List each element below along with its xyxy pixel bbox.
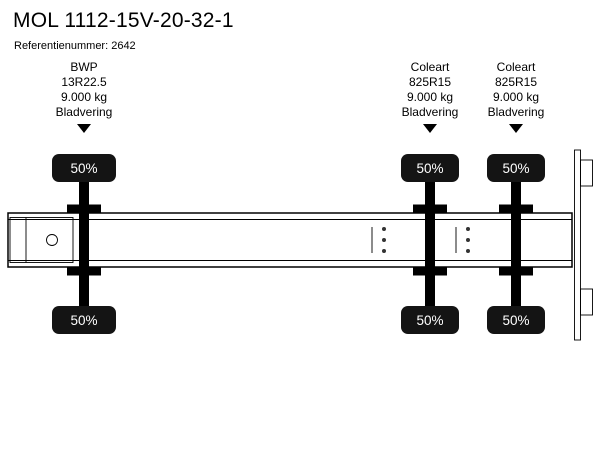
rear-bracket-top — [580, 159, 593, 187]
axle-3-weight: 9.000 kg — [492, 90, 540, 104]
axle-1-brand: BWP — [70, 60, 98, 74]
axle-1-tire-bottom-wear: 50% — [70, 313, 97, 328]
axle-2-brand: Coleart — [410, 60, 450, 74]
axle-3-tire-bottom-wear: 50% — [502, 313, 529, 328]
axle-3-spec-label: Coleart 825R15 9.000 kg Bladvering — [474, 60, 558, 133]
axle-1-suspension: Bladvering — [55, 105, 113, 119]
axle-3-shaft — [511, 168, 521, 320]
axle-2-pointer-down-icon — [423, 124, 437, 133]
axle-2-tire-bottom — [401, 306, 459, 334]
axle-2-suspension: Bladvering — [401, 105, 459, 119]
reference-number: Referentienummer: 2642 — [14, 40, 136, 52]
axle-3-group: 50% 50% — [487, 154, 545, 334]
rear-bracket-bottom — [580, 288, 593, 316]
kingpin-plate — [9, 217, 74, 263]
bolt-holes-group-1 — [382, 227, 386, 253]
axle-1-spec-label: BWP 13R22.5 9.000 kg Bladvering — [42, 60, 126, 133]
axle-3-mount-top — [499, 204, 533, 213]
axle-3-mount-bottom — [499, 267, 533, 276]
axle-3-tire-size: 825R15 — [494, 75, 538, 89]
axle-1-mount-top — [67, 204, 101, 213]
axle-1-weight: 9.000 kg — [60, 90, 108, 104]
axle-2-spec-label: Coleart 825R15 9.000 kg Bladvering — [388, 60, 472, 133]
axle-3-brand: Coleart — [496, 60, 536, 74]
axle-1-pointer-down-icon — [77, 124, 91, 133]
chassis-beam — [7, 212, 573, 268]
bolt-hole — [466, 238, 470, 242]
axle-1-group: 50% 50% — [52, 154, 116, 334]
axle-2-mount-bottom — [413, 267, 447, 276]
bolt-holes-group-2 — [466, 227, 470, 253]
axle-1-shaft — [79, 168, 89, 320]
page-title: MOL 1112-15V-20-32-1 — [13, 9, 234, 32]
rear-frame-bar — [574, 149, 581, 341]
axle-2-mount-top — [413, 204, 447, 213]
bolt-hole — [382, 238, 386, 242]
axle-2-tire-size: 825R15 — [408, 75, 452, 89]
axle-2-shaft — [425, 168, 435, 320]
bolt-hole — [382, 249, 386, 253]
axle-1-tire-top-wear: 50% — [70, 161, 97, 176]
bolt-hole — [466, 249, 470, 253]
axle-1-mount-bottom — [67, 267, 101, 276]
axle-1-tire-top — [52, 154, 116, 182]
axle-3-pointer-down-icon — [509, 124, 523, 133]
axle-3-suspension: Bladvering — [487, 105, 545, 119]
axle-3-tire-top-wear: 50% — [502, 161, 529, 176]
axle-2-tire-bottom-wear: 50% — [416, 313, 443, 328]
axle-2-group: 50% 50% — [401, 154, 459, 334]
axle-3-tire-top — [487, 154, 545, 182]
axle-2-tire-top — [401, 154, 459, 182]
bolt-hole — [466, 227, 470, 231]
axle-1-tire-bottom — [52, 306, 116, 334]
axle-1-tire-size: 13R22.5 — [61, 75, 107, 89]
kingpin-circle — [46, 234, 58, 246]
axle-3-tire-bottom — [487, 306, 545, 334]
axle-2-tire-top-wear: 50% — [416, 161, 443, 176]
bolt-hole — [382, 227, 386, 231]
axle-2-weight: 9.000 kg — [406, 90, 454, 104]
